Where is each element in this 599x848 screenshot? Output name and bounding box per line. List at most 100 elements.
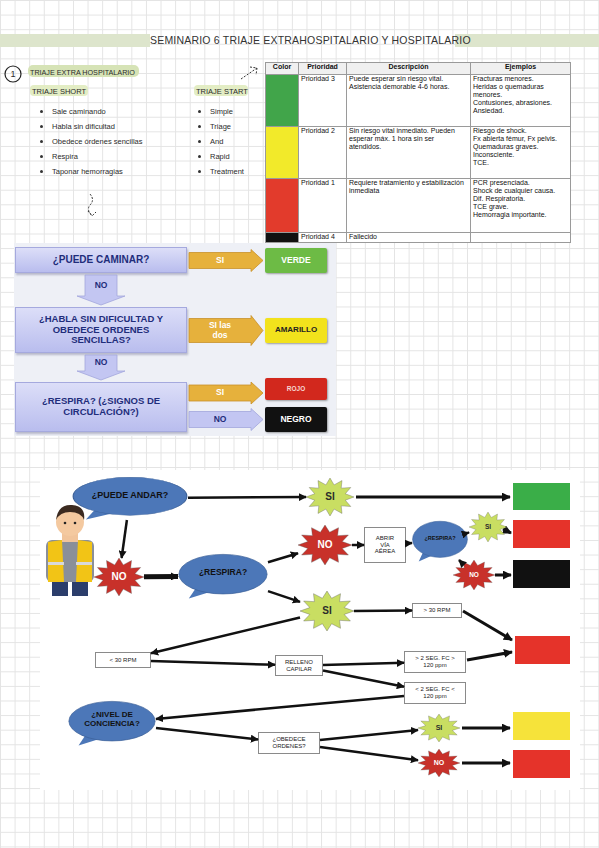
connector-arrow <box>268 553 298 562</box>
block-arrow <box>77 275 125 305</box>
node-text-group: ¿HABLA SIN DIFICULTAD Y OBEDECE ORDENES … <box>22 314 180 346</box>
result-color <box>513 712 570 740</box>
result-arrow <box>495 574 511 577</box>
node-text: SI <box>325 491 334 502</box>
table-cell: Prioridad 1 <box>299 179 347 233</box>
node-text-group: NO <box>434 759 445 767</box>
bullet-text: Sale caminando <box>52 106 187 117</box>
node-text: > 2 SEG. FC > 120 ppm <box>415 655 455 668</box>
eye <box>64 522 67 525</box>
title-band <box>0 34 150 47</box>
connector-arrow <box>459 560 461 562</box>
node-text: AMARILLO <box>275 326 317 335</box>
table-cell-text: Riesgo de shock. <box>473 127 568 135</box>
bullet-text: Obedece órdenes sencillas <box>52 136 187 147</box>
result-box: NEGRO <box>265 407 327 432</box>
table-cell-text: TCE grave. <box>473 203 568 211</box>
result-arrow <box>462 762 510 765</box>
node-text-group: ¿RESPIRA? <box>199 568 247 578</box>
block-arrow <box>189 250 263 272</box>
star-body <box>418 749 460 777</box>
connector-arrow <box>151 661 275 665</box>
connector-arrow <box>323 663 404 665</box>
speech-bubble: ¿NIVEL DE CONCIENCIA? <box>68 700 156 746</box>
node-text-group: NO <box>318 539 333 550</box>
star-body <box>469 512 507 542</box>
bubble-outline <box>412 520 468 562</box>
burst-star: NO <box>94 558 144 596</box>
burst-star: SI <box>469 512 507 542</box>
block-arrow <box>189 382 263 404</box>
node-text-group: < 30 RPM <box>110 657 137 664</box>
heading-text: TRIAJE SHORT <box>32 86 94 97</box>
callout-number: 1 <box>5 69 21 80</box>
shirt <box>46 540 94 582</box>
result-color <box>513 750 570 778</box>
edge-label: SI las dos <box>203 321 237 340</box>
table-cell: Prioridad 2 <box>299 127 347 179</box>
node-text-group: ¿PUEDE ANDAR? <box>92 490 169 500</box>
table-header: Color <box>268 63 296 71</box>
bubble-body <box>73 477 187 515</box>
star-body <box>300 591 354 631</box>
block-arrow <box>77 355 125 380</box>
table-row: ColorPrioridadDescripciónEjemplos <box>266 63 571 75</box>
result-arrow <box>356 496 510 499</box>
table-cell-text: Prioridad 1 <box>301 179 344 187</box>
node-text-group: SI <box>436 724 443 732</box>
table-cell: PCR presenciada.Shock de cualquier causa… <box>471 179 571 233</box>
node-text-group: ¿PUEDE CAMINAR? <box>53 254 150 265</box>
node-text: NO <box>318 539 333 550</box>
result-box: VERDE <box>265 248 327 273</box>
speech-bubble: ¿RESPIRA? <box>178 553 268 599</box>
question-box: ¿HABLA SIN DIFICULTAD Y OBEDECE ORDENES … <box>15 307 187 353</box>
node-text-group: NO <box>469 571 479 578</box>
color-cell <box>266 233 299 243</box>
node-text: NO <box>469 571 479 578</box>
result-box: AMARILLO <box>265 318 327 343</box>
result-arrow <box>463 611 512 640</box>
table-cell-text: Sin riesgo vital inmediato. Pueden esper… <box>349 127 468 151</box>
result-color <box>515 636 570 664</box>
result-box: ROJO <box>265 378 327 400</box>
burst-star: SI <box>418 714 460 742</box>
table-cell-text: Prioridad 2 <box>301 127 344 135</box>
bullet-dot <box>198 125 201 128</box>
table-cell-text: Quemaduras graves. <box>473 143 568 151</box>
connector-arrow <box>122 520 127 558</box>
table-cell: Prioridad 3 <box>299 75 347 127</box>
table-cell-text: Heridas o quemaduras menores. <box>473 83 568 99</box>
result-color <box>513 560 570 588</box>
process-box: ABRIR VÍA AÉREA <box>364 527 406 563</box>
bullet-dot <box>40 155 43 158</box>
vest-stripe <box>48 562 64 565</box>
bubble-body <box>179 554 267 594</box>
connector-arrow <box>354 609 412 612</box>
result-arrow <box>467 652 512 660</box>
burst-star: NO <box>298 525 352 565</box>
connector-arrow <box>320 747 418 760</box>
vest-stripe <box>76 562 92 565</box>
color-cell <box>266 127 299 179</box>
edge-label: NO <box>80 358 122 367</box>
table-cell-text: Fallecido <box>349 233 468 241</box>
table-cell-text: TCE. <box>473 159 568 167</box>
table-cell-text: Fx abierta fémur, Fx pelvis. <box>473 135 568 143</box>
result-color <box>513 483 570 510</box>
table-cell-text: Ansiedad. <box>473 107 568 115</box>
node-text: SI <box>485 523 491 530</box>
table-header: Prioridad <box>301 63 344 71</box>
node-text-group: SI <box>485 523 491 530</box>
star-body <box>298 525 352 565</box>
burst-star: NO <box>418 749 460 777</box>
bullet-dot <box>40 170 43 173</box>
bullet-dot <box>198 170 201 173</box>
process-box: > 30 RPM <box>412 603 462 618</box>
table-cell-text: PCR presenciada. <box>473 179 568 187</box>
node-text: NO <box>434 759 445 767</box>
burst-star: NO <box>453 560 495 590</box>
heading-text: TRIAJE START <box>196 86 256 97</box>
node-text: ¿RESPIRA? <box>199 568 247 578</box>
connector-arrow <box>156 696 404 719</box>
